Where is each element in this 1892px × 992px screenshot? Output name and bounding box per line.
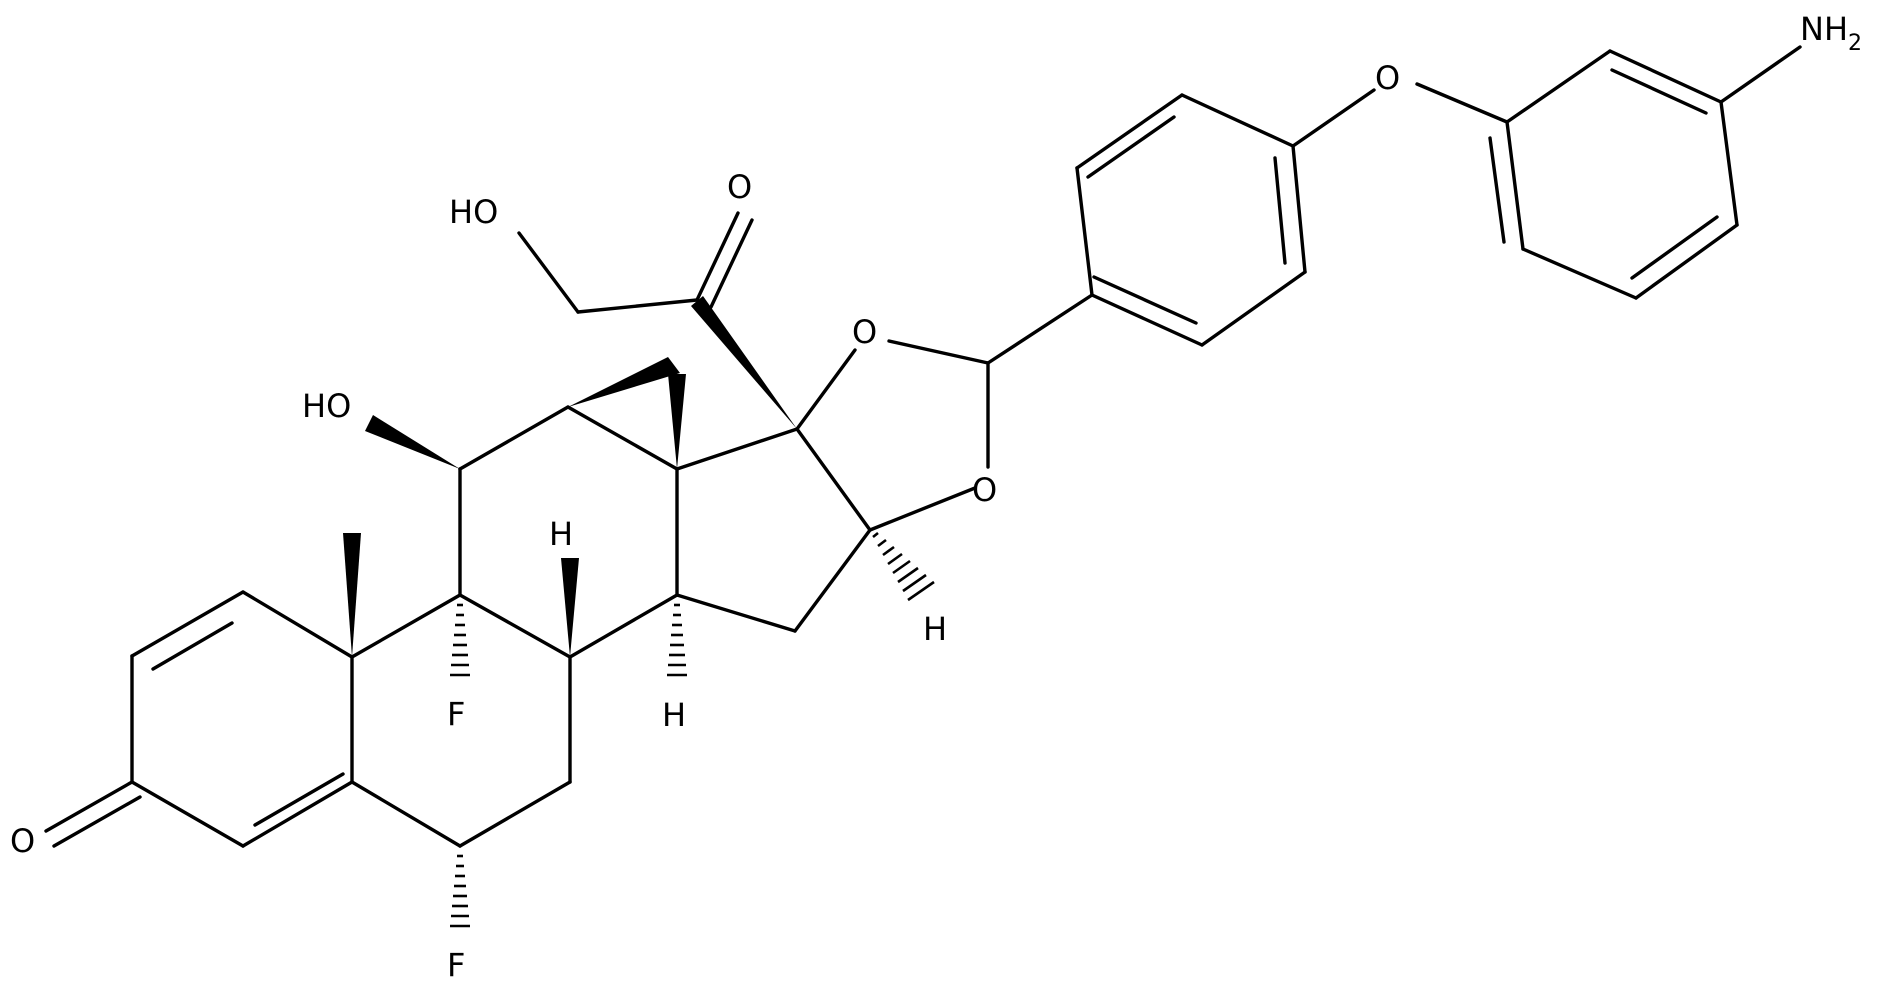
label-o-dioxolane-bottom: O	[972, 471, 997, 509]
atom-label-layer: HO O HO O O O NH2 H H H F O F	[10, 10, 1862, 984]
label-nh2-subscript: 2	[1848, 31, 1862, 56]
label-f-9: F	[447, 695, 465, 733]
hash-bond-c9-f	[450, 603, 470, 677]
label-o-dioxolane-top: O	[852, 313, 877, 351]
label-ho-11: HO	[302, 387, 351, 425]
label-nh: NH	[1800, 10, 1848, 48]
hash-bond-c14-h	[667, 603, 687, 677]
label-o-ketone-top: O	[727, 168, 752, 206]
label-ho-top: HO	[449, 193, 498, 231]
label-o-ether: O	[1375, 59, 1400, 97]
label-h-16: H	[923, 610, 947, 648]
label-f-6: F	[447, 946, 465, 984]
label-h-14: H	[662, 696, 686, 734]
label-h-9: H	[549, 515, 573, 553]
label-o-ketone-3: O	[10, 822, 35, 860]
bond-layer	[44, 45, 1802, 928]
hash-bond-c16-h	[872, 531, 935, 602]
label-nh2: NH2	[1800, 10, 1862, 56]
hash-bond-c6-f	[450, 854, 470, 928]
